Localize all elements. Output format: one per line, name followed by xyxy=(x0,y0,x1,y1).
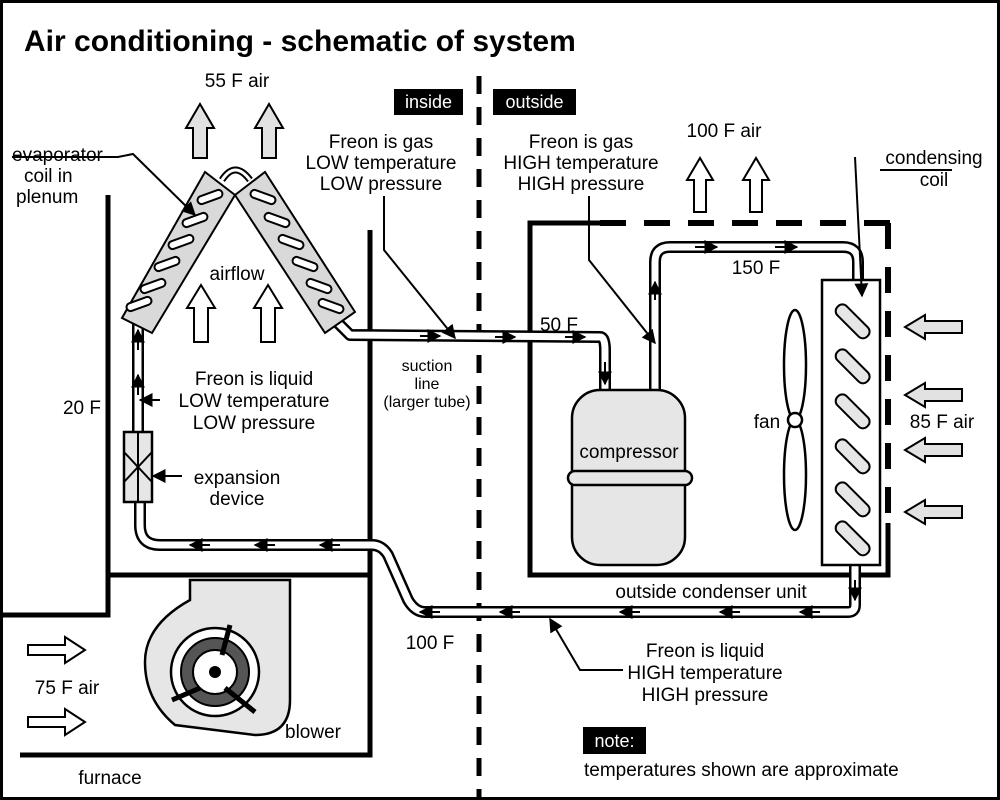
gas-high-line2: HIGH temperature xyxy=(503,153,658,174)
condenser-unit-label: outside condenser unit xyxy=(615,582,807,603)
temp-150-label: 150 F xyxy=(732,258,781,279)
condenser-unit-box xyxy=(527,220,891,578)
furnace-walls xyxy=(0,195,373,758)
compressor xyxy=(566,388,694,567)
expansion-device xyxy=(122,430,154,504)
compressor-label: compressor xyxy=(579,442,679,463)
air-top-right-label: 100 F air xyxy=(687,121,763,142)
note-label-box xyxy=(583,727,646,754)
air-arrows xyxy=(27,102,963,737)
air-top-left-label: 55 F air xyxy=(205,71,270,92)
liquid-low-line2: LOW temperature xyxy=(179,391,330,412)
furnace-label: furnace xyxy=(78,768,141,789)
evaporator-label-3: plenum xyxy=(16,187,78,208)
gas-low-line1: Freon is gas xyxy=(329,132,434,153)
suction-line1: suction xyxy=(402,358,453,375)
outside-label: outside xyxy=(505,92,563,112)
gas-low-line3: LOW pressure xyxy=(320,174,442,195)
note-label: note: xyxy=(594,731,634,751)
condensing-label-1: condensing xyxy=(885,148,982,169)
temp-20-label: 20 F xyxy=(63,398,101,419)
airflow-label: airflow xyxy=(210,264,265,285)
page-title: Air conditioning - schematic of system xyxy=(24,25,576,58)
liquid-high-line1: Freon is liquid xyxy=(646,641,764,662)
expansion-label-2: device xyxy=(210,489,265,510)
gas-high-line3: HIGH pressure xyxy=(518,174,645,195)
gas-low-line2: LOW temperature xyxy=(306,153,457,174)
liquid-high-line3: HIGH pressure xyxy=(642,685,769,706)
evaporator-label-1: evaporator xyxy=(12,145,104,166)
air-right-label: 85 F air xyxy=(910,412,975,433)
evaporator-label-2: coil in xyxy=(24,166,73,187)
outside-label-box xyxy=(493,89,576,115)
air-bottom-left-label: 75 F air xyxy=(35,678,100,699)
condenser-fan xyxy=(782,308,808,532)
leader-lines xyxy=(12,152,952,671)
blower-label: blower xyxy=(285,722,342,743)
note-text: temperatures shown are approximate xyxy=(584,760,899,781)
flow-arrows xyxy=(131,240,862,619)
suction-line2: line xyxy=(415,376,440,393)
suction-line3: (larger tube) xyxy=(383,394,470,411)
condensing-label-2: coil xyxy=(920,170,949,191)
gas-high-line1: Freon is gas xyxy=(529,132,634,153)
fan-label: fan xyxy=(754,412,780,433)
blower xyxy=(143,578,292,737)
evaporator-coil xyxy=(120,166,357,335)
condensing-coil xyxy=(820,278,882,567)
liquid-low-line1: Freon is liquid xyxy=(195,369,313,390)
temp-100-label: 100 F xyxy=(406,633,455,654)
liquid-high-line2: HIGH temperature xyxy=(627,663,782,684)
inside-label: inside xyxy=(405,92,452,112)
liquid-low-line3: LOW pressure xyxy=(193,413,315,434)
temp-50-label: 50 F xyxy=(540,315,578,336)
inside-label-box xyxy=(394,89,463,115)
expansion-label-1: expansion xyxy=(194,468,281,489)
